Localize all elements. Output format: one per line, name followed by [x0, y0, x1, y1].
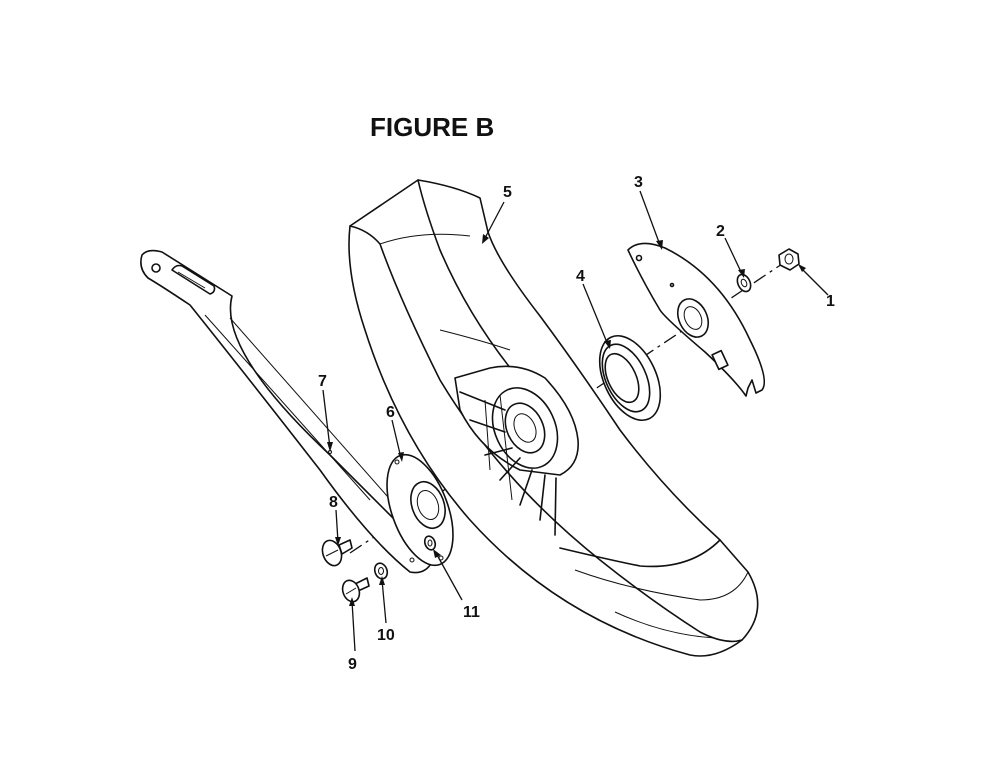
callout-11: 11 [463, 604, 480, 621]
part-8-shoulder-screw [321, 539, 353, 567]
callout-8: 8 [329, 494, 338, 511]
callout-5: 5 [503, 184, 512, 201]
part-5-lower-blade-guard [348, 179, 759, 657]
callout-4: 4 [576, 268, 585, 285]
part-7-link-arm [140, 249, 433, 574]
callout-labels: 1 2 3 4 5 6 7 8 9 10 11 [318, 174, 835, 673]
part-9-screw [341, 577, 370, 603]
part-10-washer [373, 562, 389, 580]
part-4-bushing [598, 334, 662, 422]
part-1-nut [778, 248, 800, 271]
callout-3: 3 [634, 174, 643, 191]
part-6-flange [386, 453, 454, 567]
part-3-plate [627, 242, 766, 397]
part-11-screw [423, 535, 437, 551]
callout-7: 7 [318, 373, 327, 390]
callout-2: 2 [716, 223, 725, 240]
figure-title: FIGURE B [370, 112, 495, 142]
callout-1: 1 [826, 293, 835, 310]
callout-6: 6 [386, 404, 395, 421]
part-2-washer [736, 273, 752, 293]
leader-lines [322, 190, 829, 652]
callout-9: 9 [348, 656, 357, 673]
callout-10: 10 [377, 627, 395, 644]
